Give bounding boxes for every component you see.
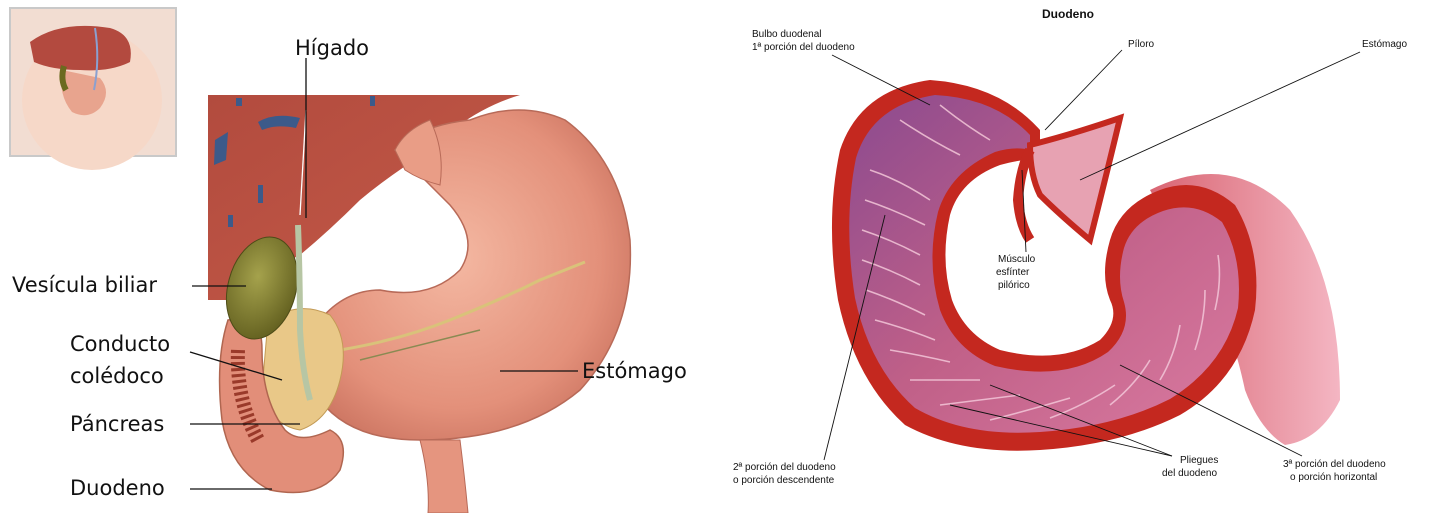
label-vesicula: Vesícula biliar	[12, 273, 157, 297]
stomach-piece	[1030, 118, 1120, 240]
right-title: Duodeno	[1042, 7, 1094, 21]
label-musculo-3: pilórico	[998, 280, 1030, 291]
label-higado: Hígado	[295, 36, 369, 60]
label-duodeno: Duodeno	[70, 476, 165, 500]
label-piloro: Píloro	[1128, 39, 1155, 50]
label-segunda-1: 2ª porción del duodeno	[733, 462, 836, 473]
label-pliegues-2: del duodeno	[1162, 468, 1217, 479]
label-bulbo-1: Bulbo duodenal	[752, 29, 822, 40]
label-segunda-2: o porción descendente	[733, 475, 835, 486]
label-tercera-1: 3ª porción del duodeno	[1283, 459, 1386, 470]
label-musculo-1: Músculo	[998, 254, 1036, 265]
label-estomago-right: Estómago	[1362, 39, 1407, 50]
label-estomago-left: Estómago	[582, 359, 687, 383]
body-thumbnail	[10, 8, 176, 170]
label-pancreas: Páncreas	[70, 412, 164, 436]
piloro-leader	[1045, 50, 1122, 130]
label-pliegues-1: Pliegues	[1180, 455, 1218, 466]
label-musculo-2: esfínter	[996, 267, 1030, 278]
label-conducto-2: colédoco	[70, 364, 164, 388]
label-bulbo-2: 1ª porción del duodeno	[752, 42, 855, 53]
label-tercera-2: o porción horizontal	[1290, 472, 1377, 483]
label-conducto-1: Conducto	[70, 332, 170, 356]
